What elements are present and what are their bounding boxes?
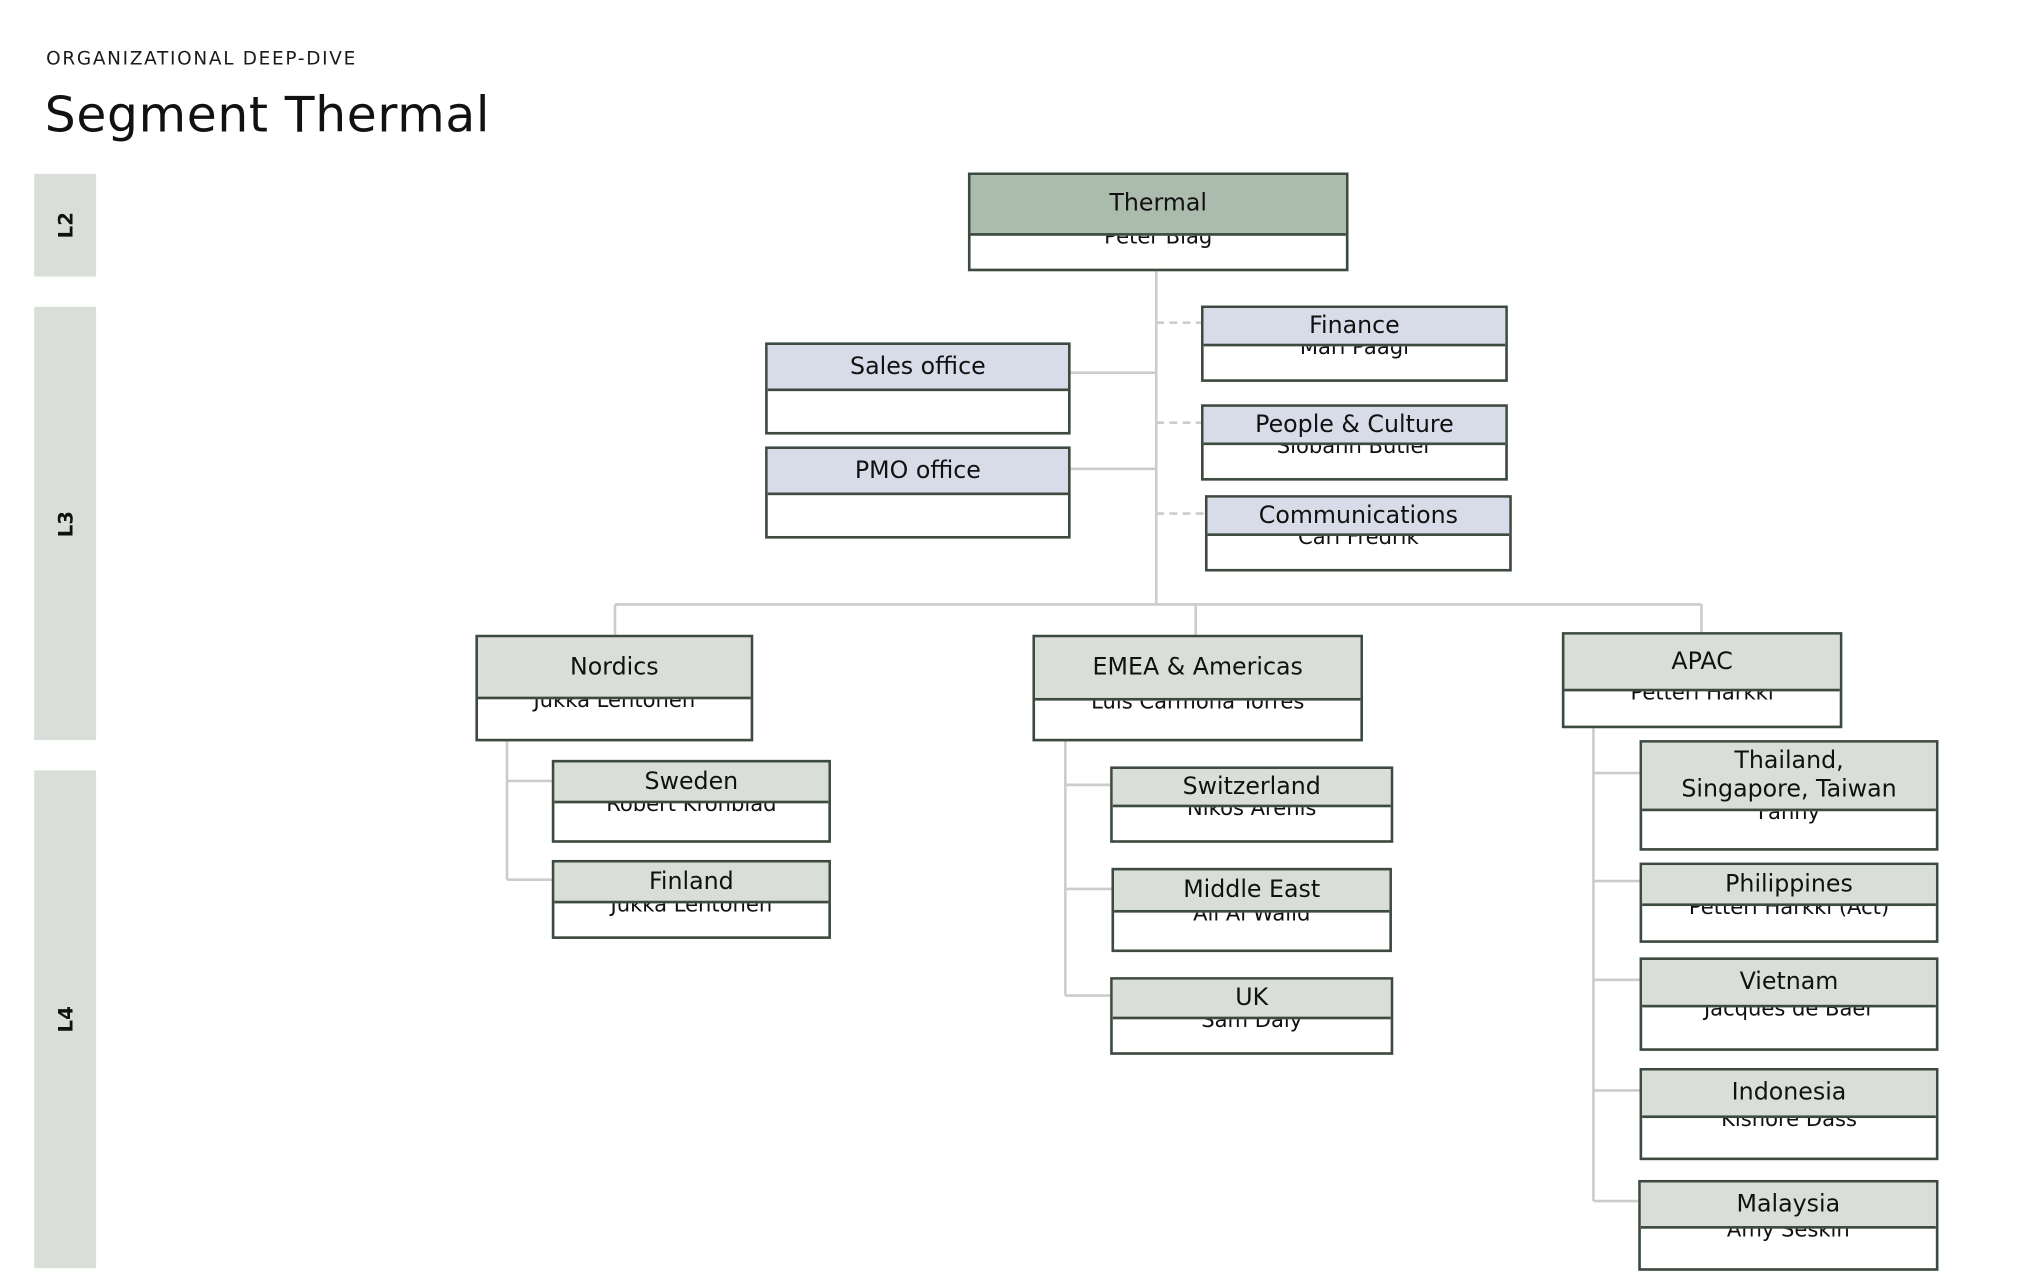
node-pmo-office-person <box>768 495 1068 536</box>
node-thailand-singapore-taiwan: Thailand, Singapore, Taiwan Fanny <box>1639 740 1939 851</box>
node-finland-title: Finland <box>554 862 829 904</box>
node-middle-east-person: Ali Al Walid <box>1193 912 1311 926</box>
node-finland: Finland Jukka Lehtonen <box>551 859 831 939</box>
node-communications: Communications Carl Fredrik <box>1204 495 1512 572</box>
node-people-culture-title: People & Culture <box>1203 406 1506 446</box>
node-communications-person: Carl Fredrik <box>1298 535 1419 550</box>
node-switzerland: Switzerland Nikos Arenis <box>1110 766 1394 843</box>
node-people-culture: People & Culture Siobahn Butler <box>1201 404 1508 481</box>
node-thailand-singapore-taiwan-title: Thailand, Singapore, Taiwan <box>1642 742 1936 812</box>
node-pmo-office-title: PMO office <box>767 449 1069 496</box>
level-band-l4: L4 <box>34 770 97 1269</box>
node-uk: UK Sam Daly <box>1110 977 1394 1055</box>
node-sweden: Sweden Robert Kronblad <box>551 759 831 843</box>
node-vietnam-person: Jacques de Baer <box>1703 1007 1875 1021</box>
node-malaysia: Malaysia Amy Seskin <box>1638 1179 1939 1271</box>
node-nordics-title: Nordics <box>478 637 751 700</box>
node-finance: Finance Mari Paagi <box>1201 305 1508 382</box>
node-emea-americas: EMEA & Americas Luis Carmona Torres <box>1032 634 1363 742</box>
node-philippines-title: Philippines <box>1642 865 1936 907</box>
node-malaysia-person: Amy Seskin <box>1726 1228 1850 1242</box>
node-nordics-person: Jukka Lehtonen <box>533 699 696 713</box>
node-indonesia-title: Indonesia <box>1642 1070 1936 1119</box>
node-philippines-person: Petteri Harkki (Act) <box>1688 906 1890 920</box>
node-middle-east: Middle East Ali Al Walid <box>1111 867 1392 953</box>
node-indonesia-person: Kishore Dass <box>1721 1118 1857 1132</box>
node-uk-title: UK <box>1112 979 1391 1020</box>
node-vietnam-title: Vietnam <box>1642 960 1936 1008</box>
node-emea-americas-person: Luis Carmona Torres <box>1091 700 1305 714</box>
level-band-l2: L2 <box>34 173 97 277</box>
node-apac: APAC Petteri Harkki <box>1561 632 1843 729</box>
node-sweden-title: Sweden <box>554 762 829 804</box>
node-thermal-person: Peter Blag <box>1104 235 1213 249</box>
node-uk-person: Sam Daly <box>1201 1019 1303 1033</box>
level-band-l3: L3 <box>34 306 97 741</box>
page-eyebrow: ORGANIZATIONAL DEEP-DIVE <box>46 48 357 70</box>
node-sales-office: Sales office <box>765 342 1071 435</box>
node-switzerland-title: Switzerland <box>1112 769 1391 808</box>
node-philippines: Philippines Petteri Harkki (Act) <box>1639 862 1939 943</box>
node-apac-title: APAC <box>1564 634 1840 692</box>
node-thermal: Thermal Peter Blag <box>967 172 1349 272</box>
node-switzerland-person: Nikos Arenis <box>1187 807 1317 821</box>
node-thermal-title: Thermal <box>970 175 1346 236</box>
node-nordics: Nordics Jukka Lehtonen <box>475 634 754 742</box>
node-sweden-person: Robert Kronblad <box>606 803 777 817</box>
node-communications-title: Communications <box>1207 497 1510 536</box>
node-sales-office-title: Sales office <box>767 345 1069 392</box>
node-finance-person: Mari Paagi <box>1299 346 1409 360</box>
node-sales-office-person <box>768 391 1068 432</box>
node-finance-title: Finance <box>1203 308 1506 347</box>
node-thailand-singapore-taiwan-person: Fanny <box>1757 811 1821 825</box>
page-title: Segment Thermal <box>44 86 491 144</box>
node-finland-person: Jukka Lehtonen <box>610 903 773 917</box>
node-emea-americas-title: EMEA & Americas <box>1035 637 1361 701</box>
node-vietnam: Vietnam Jacques de Baer <box>1639 957 1939 1051</box>
node-apac-person: Petteri Harkki <box>1630 691 1774 705</box>
node-malaysia-title: Malaysia <box>1640 1182 1936 1229</box>
node-people-culture-person: Siobahn Butler <box>1276 445 1433 459</box>
node-pmo-office: PMO office <box>765 446 1071 539</box>
node-middle-east-title: Middle East <box>1114 870 1390 913</box>
node-indonesia: Indonesia Kishore Dass <box>1639 1068 1939 1161</box>
